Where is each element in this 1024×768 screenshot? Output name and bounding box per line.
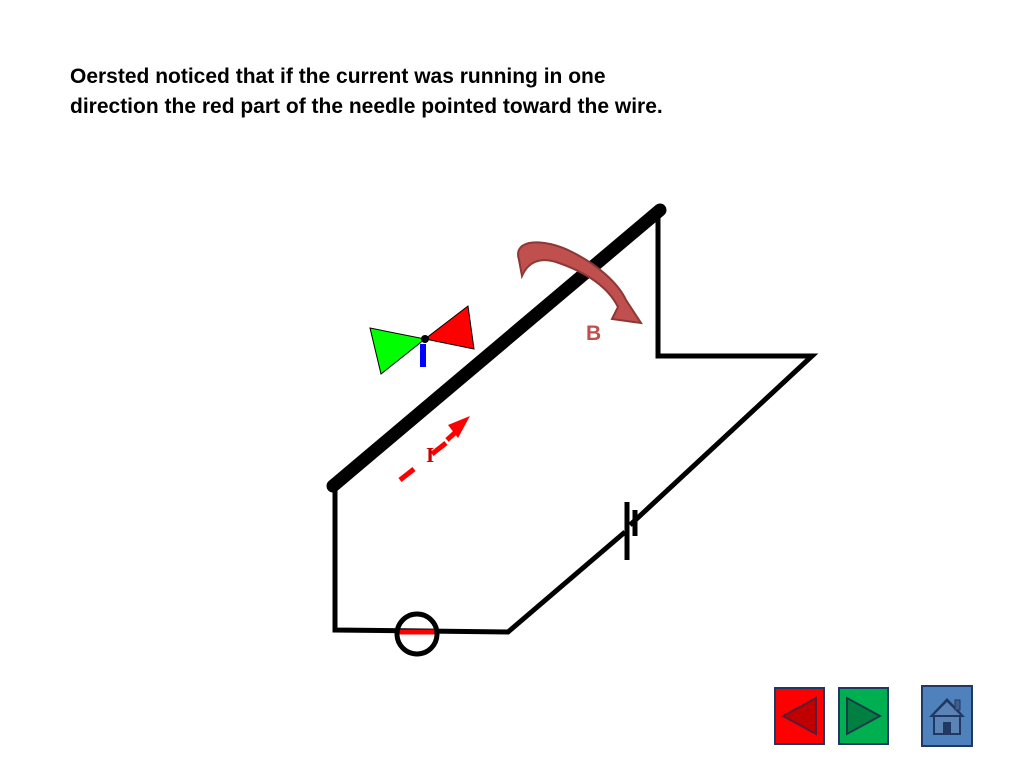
- current-arrow: [398, 416, 470, 482]
- current-arrowhead: [448, 416, 470, 438]
- current-dash-2: [430, 441, 448, 456]
- needle-north-half: [423, 305, 475, 350]
- right-arrow-icon: [846, 696, 883, 736]
- current-label: I: [426, 443, 434, 467]
- next-slide-button[interactable]: [838, 687, 889, 745]
- home-button[interactable]: [921, 685, 973, 747]
- circuit-loop: [628, 218, 819, 527]
- meter-symbol: [394, 611, 440, 657]
- field-arrow-shape: [517, 241, 644, 325]
- current-dash-1: [398, 467, 416, 482]
- prev-slide-button[interactable]: [774, 687, 825, 745]
- circuit-bottom-wire: [332, 488, 627, 635]
- slide-caption: Oersted noticed that if the current was …: [70, 65, 663, 118]
- home-icon: [929, 698, 965, 735]
- needle-pivot-stand: [420, 344, 426, 367]
- current-dash-3: [445, 428, 460, 442]
- left-arrow-icon: [780, 696, 817, 736]
- needle-south-half: [369, 327, 427, 375]
- meter-circle: [394, 611, 440, 657]
- battery-symbol: [624, 502, 638, 560]
- field-label: B: [586, 322, 601, 345]
- compass-needle: [369, 305, 475, 375]
- needle-pivot: [421, 335, 429, 343]
- magnetic-field-arrow: [517, 241, 644, 325]
- thick-wire: [326, 203, 667, 493]
